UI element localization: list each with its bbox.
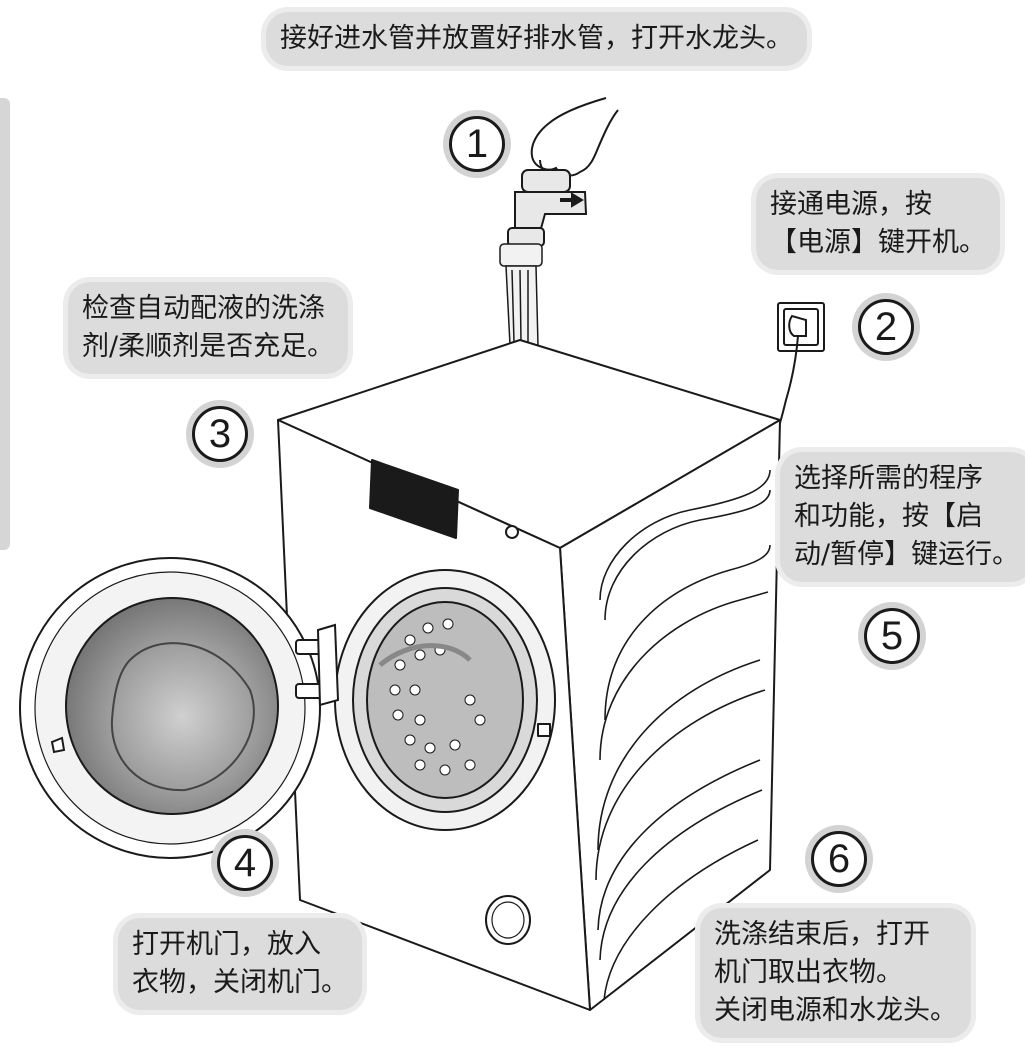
step-3-number-badge: 3: [192, 406, 248, 462]
step-2-number-badge: 2: [858, 299, 914, 355]
step-2-line-1: 接通电源，按: [770, 189, 932, 220]
step-6-line-2: 机门取出衣物。: [714, 957, 903, 988]
step-4-line-1: 打开机门，放入: [132, 929, 321, 960]
step-3-instruction: 检查自动配液的洗涤 剂/柔顺剂是否充足。: [68, 282, 349, 374]
step-6-number-badge: 6: [811, 831, 867, 887]
step-5-line-3: 动/暂停】键运行。: [794, 539, 1020, 570]
step-4-line-2: 衣物，关闭机门。: [132, 967, 348, 998]
step-6-instruction: 洗涤结束后，打开 机门取出衣物。 关闭电源和水龙头。: [700, 908, 971, 1038]
inlet-hose-icon: [499, 243, 543, 346]
step-6-line-1: 洗涤结束后，打开: [714, 919, 930, 950]
step-3-line-1: 检查自动配液的洗涤: [82, 293, 325, 324]
hand-icon: [530, 97, 619, 177]
step-4-number-badge: 4: [217, 835, 273, 891]
step-6-line-3: 关闭电源和水龙头。: [714, 995, 957, 1026]
side-tab: [0, 98, 10, 550]
open-door: [19, 557, 340, 859]
step-1-line-1: 接好进水管并放置好排水管，打开水龙头。: [280, 23, 793, 54]
step-1-instruction: 接好进水管并放置好排水管，打开水龙头。: [266, 12, 807, 66]
step-5-line-2: 和功能，按【启: [794, 501, 983, 532]
step-2-line-2: 【电源】键开机。: [770, 227, 986, 258]
step-2-instruction: 接通电源，按 【电源】键开机。: [756, 178, 1000, 270]
step-5-instruction: 选择所需的程序 和功能，按【启 动/暂停】键运行。: [780, 452, 1025, 582]
machine-body: [277, 339, 781, 1011]
step-4-instruction: 打开机门，放入 衣物，关闭机门。: [118, 918, 362, 1010]
step-3-line-2: 剂/柔顺剂是否充足。: [82, 331, 335, 362]
step-1-number-badge: 1: [449, 116, 505, 172]
faucet-icon: [507, 169, 588, 247]
power-socket-icon: [775, 302, 825, 433]
step-5-line-1: 选择所需的程序: [794, 463, 983, 494]
step-5-number-badge: 5: [864, 608, 920, 664]
